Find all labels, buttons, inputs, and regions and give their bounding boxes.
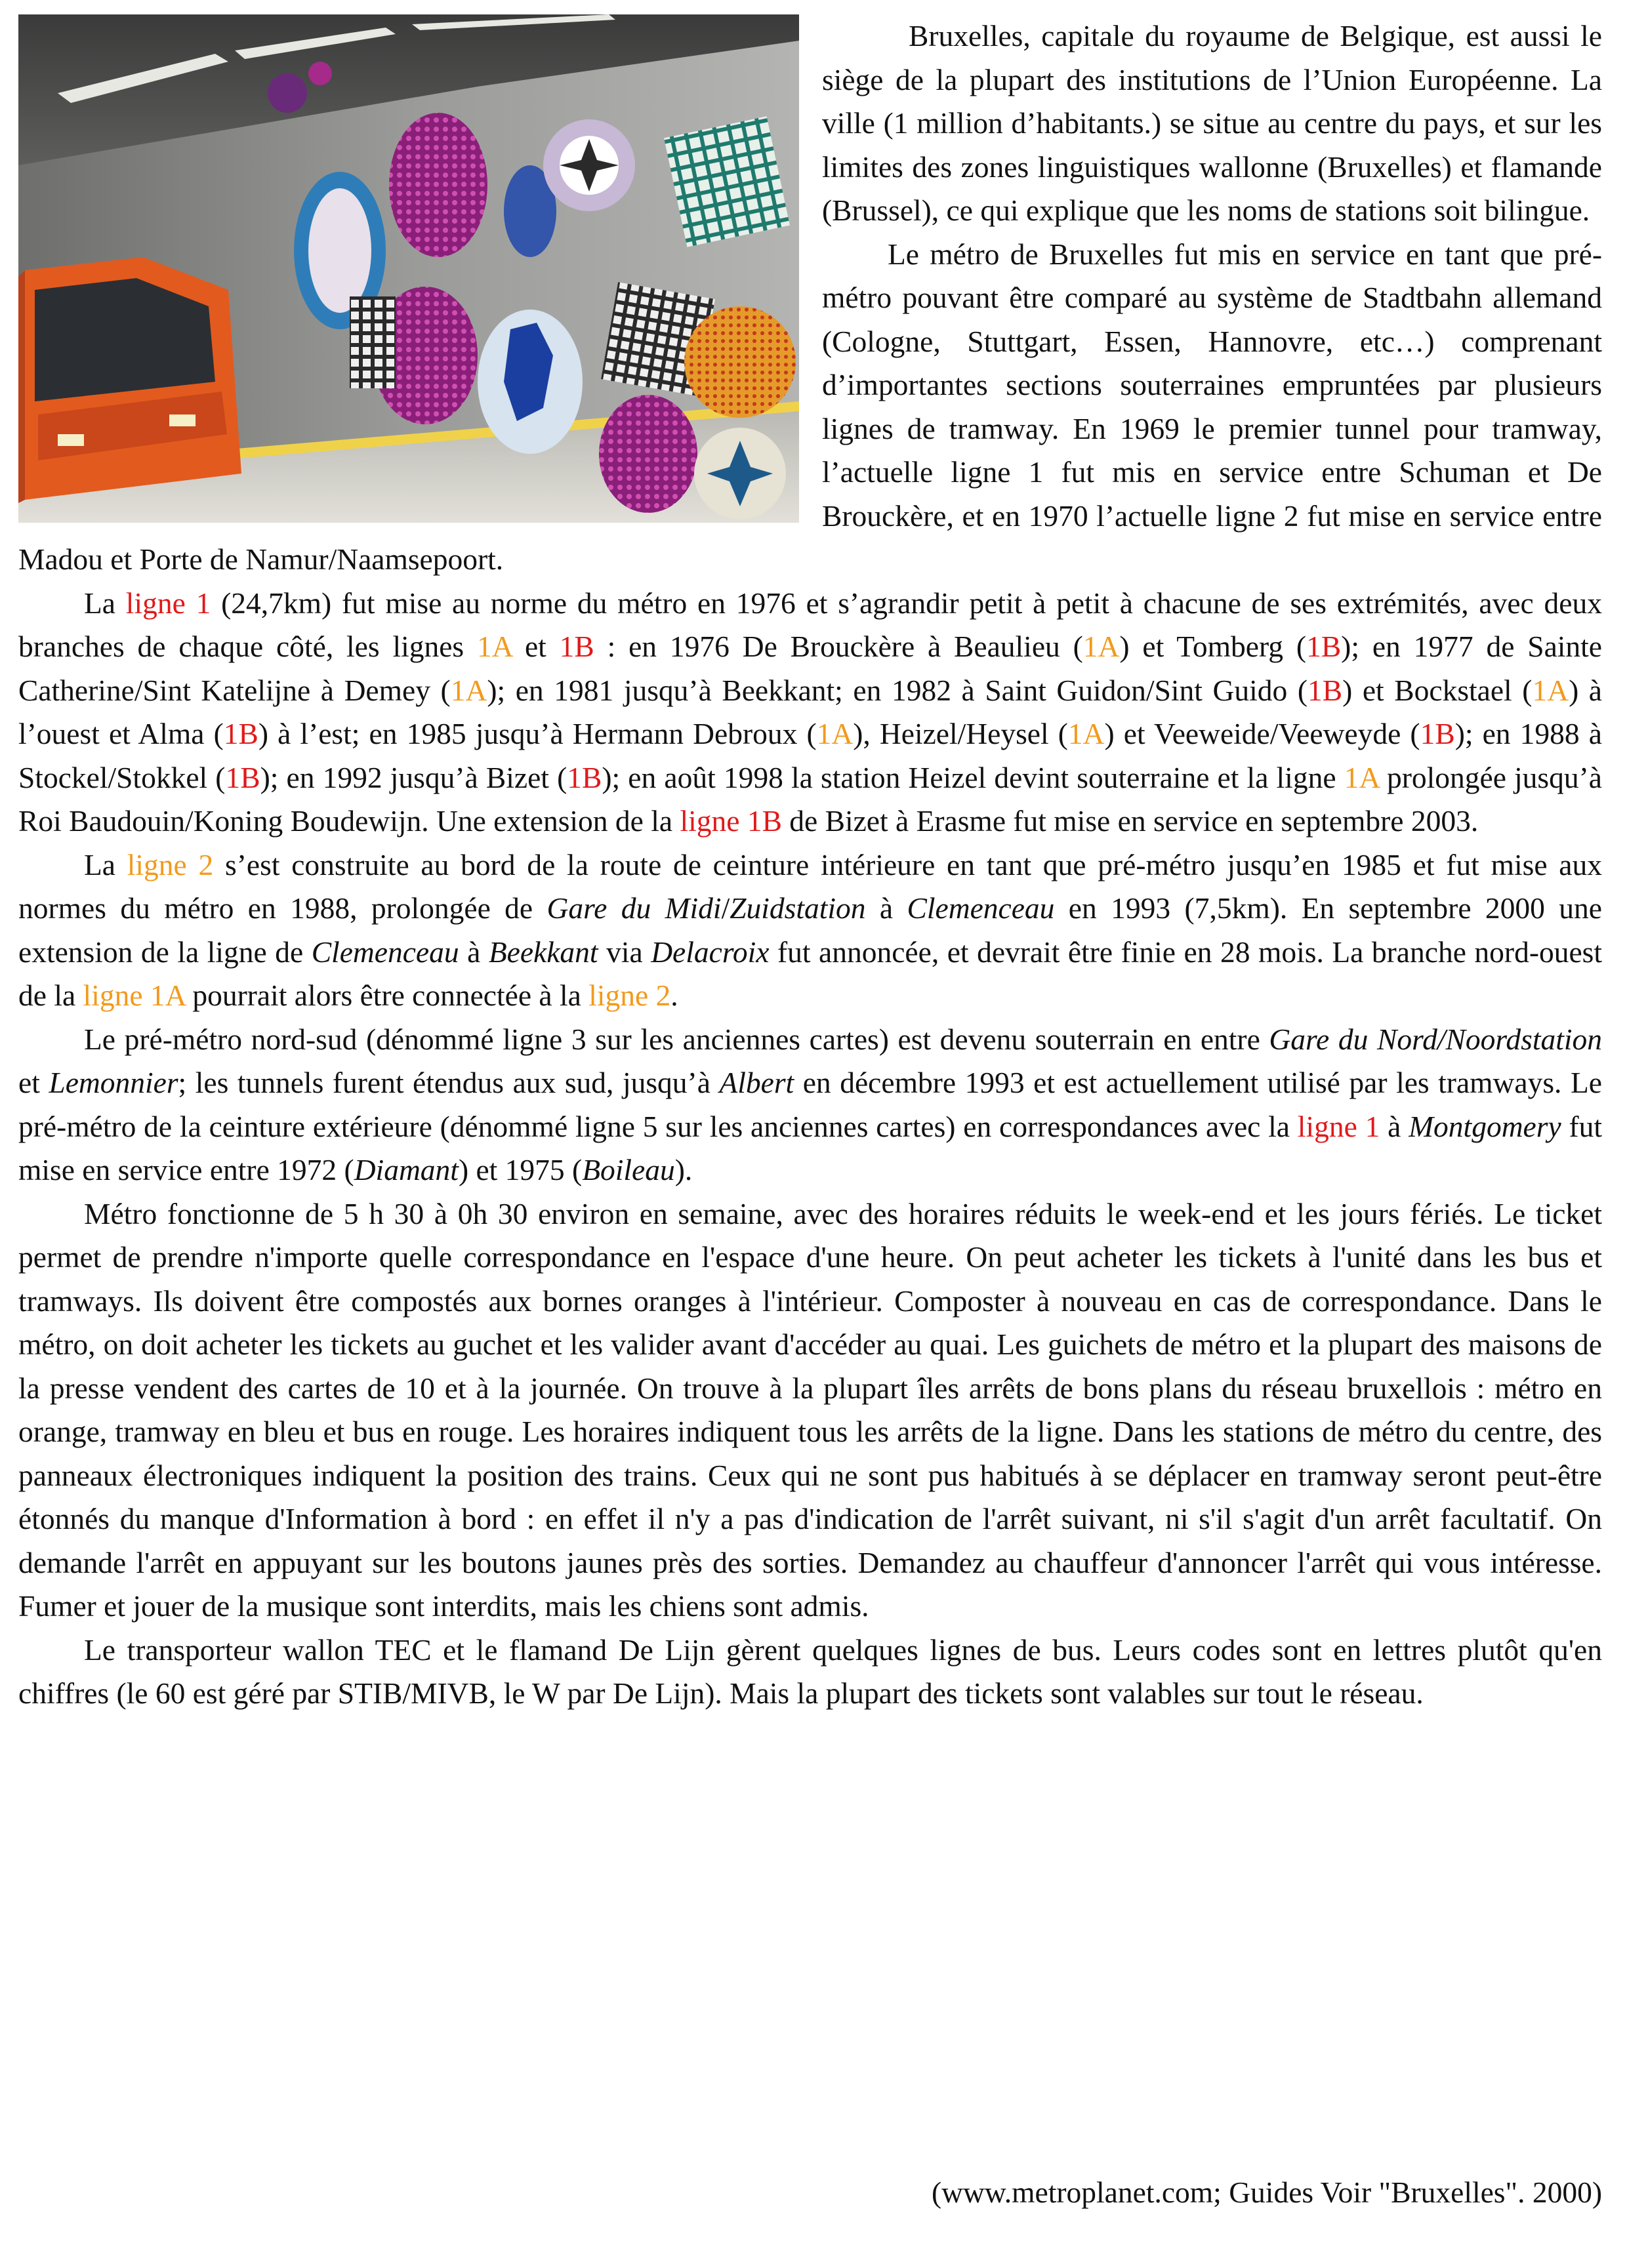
station-name: Gare du Midi [546,891,722,925]
line-reference: ligne 2 [127,847,214,881]
station-name: Beekkant [488,935,598,969]
line-reference: 1A [1344,760,1379,794]
station-name: Delacroix [651,935,770,969]
paragraph-line-2: La ligne 2 s’est construite au bord de l… [18,847,1603,1013]
station-name: Gare du Nord/Noordstation [1269,1022,1602,1056]
paragraph-history: Le métro de Bruxelles fut mis en service… [18,237,1602,577]
line-reference: 1B [1420,717,1455,750]
line-reference: 1A [816,717,854,750]
paragraph-line-1: La ligne 1 (24,7km) fut mise au norme du… [18,586,1602,838]
line-reference: 1B [1306,630,1342,663]
station-name: Montgomery [1409,1109,1561,1143]
station-name: Zuidstation [730,891,866,925]
line-reference: 1A [450,673,487,707]
station-name: Lemonnier [49,1066,178,1099]
station-name: Clemenceau [311,935,459,969]
line-reference: ligne 1 [1297,1109,1380,1143]
line-reference: 1B [225,760,260,794]
station-name: Diamant [354,1153,459,1186]
line-reference: 1B [1308,673,1343,707]
paragraph-pre-metro: Le pré-métro nord-sud (dénommé ligne 3 s… [18,1022,1603,1187]
line-reference: 1B [223,717,258,750]
station-name: Boileau [582,1153,675,1186]
metro-train-illustration [18,14,799,523]
line-reference: 1B [567,760,602,794]
line-reference: ligne 1A [83,979,185,1012]
line-reference: 1A [1082,630,1120,663]
paragraph-bus-operators: Le transporteur wallon TEC et le flamand… [18,1632,1602,1711]
line-reference: ligne 2 [588,979,671,1012]
line-reference: 1A [476,630,512,663]
line-reference: ligne 1 [125,586,211,620]
paragraph-practical-info: Métro fonctionne de 5 h 30 à 0h 30 envir… [18,1196,1602,1623]
source-citation: (www.metroplanet.com; Guides Voir "Bruxe… [932,2176,1602,2209]
line-reference: ligne 1B [680,804,782,838]
station-name: Albert [719,1066,794,1099]
metro-photo [18,14,799,523]
line-reference: 1A [1532,673,1569,707]
line-reference: 1B [559,630,594,663]
paragraph-intro: Bruxelles, capitale du royaume de Belgiq… [822,19,1602,227]
station-name: Clemenceau [907,891,1055,925]
line-reference: 1A [1067,717,1105,750]
